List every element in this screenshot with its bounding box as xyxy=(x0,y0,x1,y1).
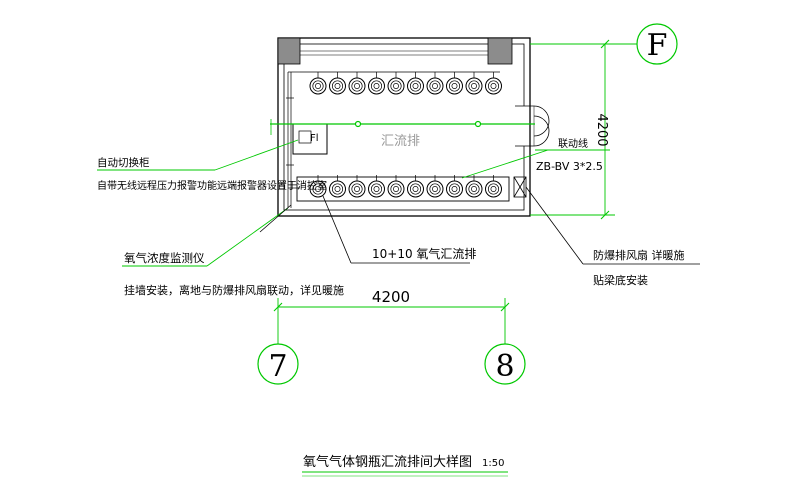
axis-f-label: F xyxy=(647,28,668,63)
axis-8-label: 8 xyxy=(495,349,514,384)
oxygen-manifold-label: 10+10 氧气汇流排 xyxy=(372,246,476,261)
gas-cylinder xyxy=(348,72,366,95)
column-top-left xyxy=(277,37,301,65)
axis-7-label: 7 xyxy=(268,349,287,384)
bottom-cylinder-row xyxy=(309,175,502,198)
drawing-scale: 1:50 xyxy=(482,458,504,469)
gas-cylinder xyxy=(309,72,327,95)
gas-cylinder xyxy=(485,175,502,198)
fan-install-note: 贴梁底安装 xyxy=(593,273,648,287)
gas-cylinder xyxy=(309,175,327,198)
gas-cylinder xyxy=(368,175,385,198)
annotation-leaders xyxy=(97,39,637,477)
annotation-leaders-black xyxy=(259,186,700,265)
interlock-wire-label: 联动线 xyxy=(558,137,588,150)
cabinet-mark: Fl xyxy=(310,133,319,144)
grid-axis-8: 8 xyxy=(484,336,526,385)
left-gas-pipe xyxy=(286,71,300,208)
gas-cylinder xyxy=(387,175,405,198)
auto-switch-cabinet: Fl xyxy=(292,123,328,155)
top-cylinder-row xyxy=(309,72,502,95)
drawing-title: 氧气气体钢瓶汇流排间大样图 xyxy=(303,454,472,470)
gas-cylinder xyxy=(407,72,424,95)
gas-cylinder xyxy=(348,175,366,198)
gas-cylinder xyxy=(387,72,405,95)
gas-cylinder xyxy=(407,175,424,198)
manifold-center-label: 汇流排 xyxy=(381,134,420,149)
gas-cylinder xyxy=(485,72,502,95)
door xyxy=(515,105,550,147)
gas-cylinder xyxy=(446,175,463,198)
gas-cylinder xyxy=(446,72,463,95)
monitor-install-note: 挂墙安装，离地与防爆排风扇联动，详见暖施 xyxy=(124,283,344,297)
grid-axis-7: 7 xyxy=(257,336,299,385)
column-top-right xyxy=(487,37,513,65)
wire-spec-label: ZB-BV 3*2.5 xyxy=(536,160,603,173)
horizontal-dimension: 4200 xyxy=(372,288,410,306)
manifold-green-line xyxy=(270,119,535,135)
gas-cylinder xyxy=(329,175,346,198)
gas-cylinder xyxy=(368,72,385,95)
fan-label: 防爆排风扇 详暖施 xyxy=(593,248,685,262)
remote-alarm-note: 自带无线远程压力报警功能远端报警器设置于消控室 xyxy=(97,179,327,192)
gas-cylinder xyxy=(426,72,444,95)
gas-cylinder xyxy=(426,175,444,198)
vertical-dimension: 4200 xyxy=(594,113,609,146)
grid-axis-f: F xyxy=(636,23,678,65)
oxygen-monitor-label: 氧气浓度监测仪 xyxy=(124,251,205,265)
auto-switch-cabinet-label: 自动切换柜 xyxy=(97,156,150,169)
bottom-manifold-frame xyxy=(296,176,510,202)
gas-cylinder xyxy=(465,175,483,198)
gas-cylinder xyxy=(329,72,346,95)
gas-cylinder xyxy=(465,72,483,95)
